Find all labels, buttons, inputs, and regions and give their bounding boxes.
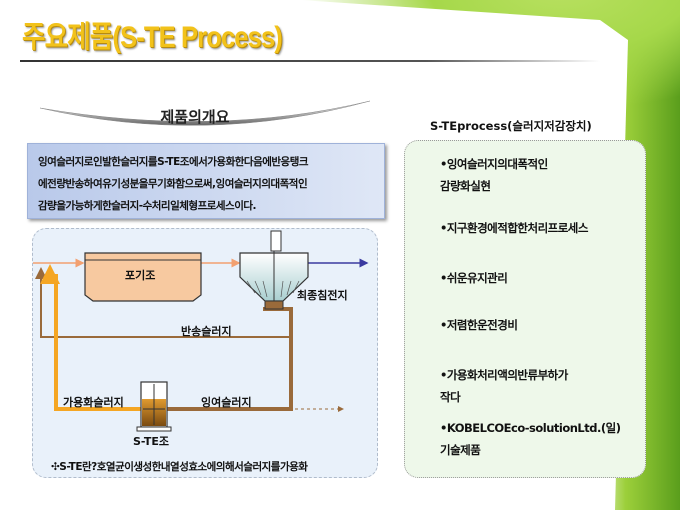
description-line: 에전량반송하여유기성분을무기화함으로써,잉여슬러지의대폭적인	[38, 178, 308, 190]
slide-title: 주요제품(S-TE Process)	[22, 21, 283, 54]
overview-heading: 제품의개요	[160, 108, 230, 126]
description-line: 잉여슬러지로인발한슬러지를S-TE조에서가용화한다음에반응탱크	[38, 156, 309, 168]
feature-item: •지구환경에적합한처리프로세스	[440, 221, 588, 235]
features-title: S-TEprocess(슬러지저감장치)	[430, 119, 592, 133]
solubilized-line	[40, 264, 143, 411]
heading-swoosh	[39, 100, 371, 126]
process-diagram: 포기조 최종침전지 반송슬러지 가용화슬러지 잉여슬러지 S-TE조 ✣S-TE…	[32, 228, 378, 478]
ste-tank-label: S-TE조	[133, 435, 170, 448]
title-divider	[20, 60, 600, 62]
diagram-lines	[33, 230, 369, 432]
return-line	[35, 267, 291, 338]
ste-tank	[136, 381, 172, 432]
return-sludge-label: 반송슬러지	[181, 325, 232, 338]
description-line: 감량을가능하게한슬러지-수처리일체형프로세스이다.	[38, 200, 257, 212]
solubilized-sludge-label: 가용화슬러지	[63, 396, 124, 409]
final-clarifier-label: 최종침전지	[297, 289, 348, 302]
diagram-note: ✣S-TE란?호열균이생성한내열성효소에의해서슬러지를가용화	[51, 461, 308, 473]
final-clarifier	[239, 230, 309, 310]
aeration-tank	[84, 252, 202, 302]
aeration-tank-label: 포기조	[125, 269, 156, 282]
description-box: 잉여슬러지로인발한슬러지를S-TE조에서가용화한다음에반응탱크 에전량반송하여유…	[27, 143, 385, 219]
excess-sludge-label: 잉여슬러지	[201, 396, 252, 409]
feature-item: •쉬운유지관리	[440, 271, 508, 285]
feature-item: •KOBELCOEco-solutionLtd.(일)기술제품	[440, 421, 621, 457]
feature-item: •저렴한운전경비	[440, 318, 518, 332]
